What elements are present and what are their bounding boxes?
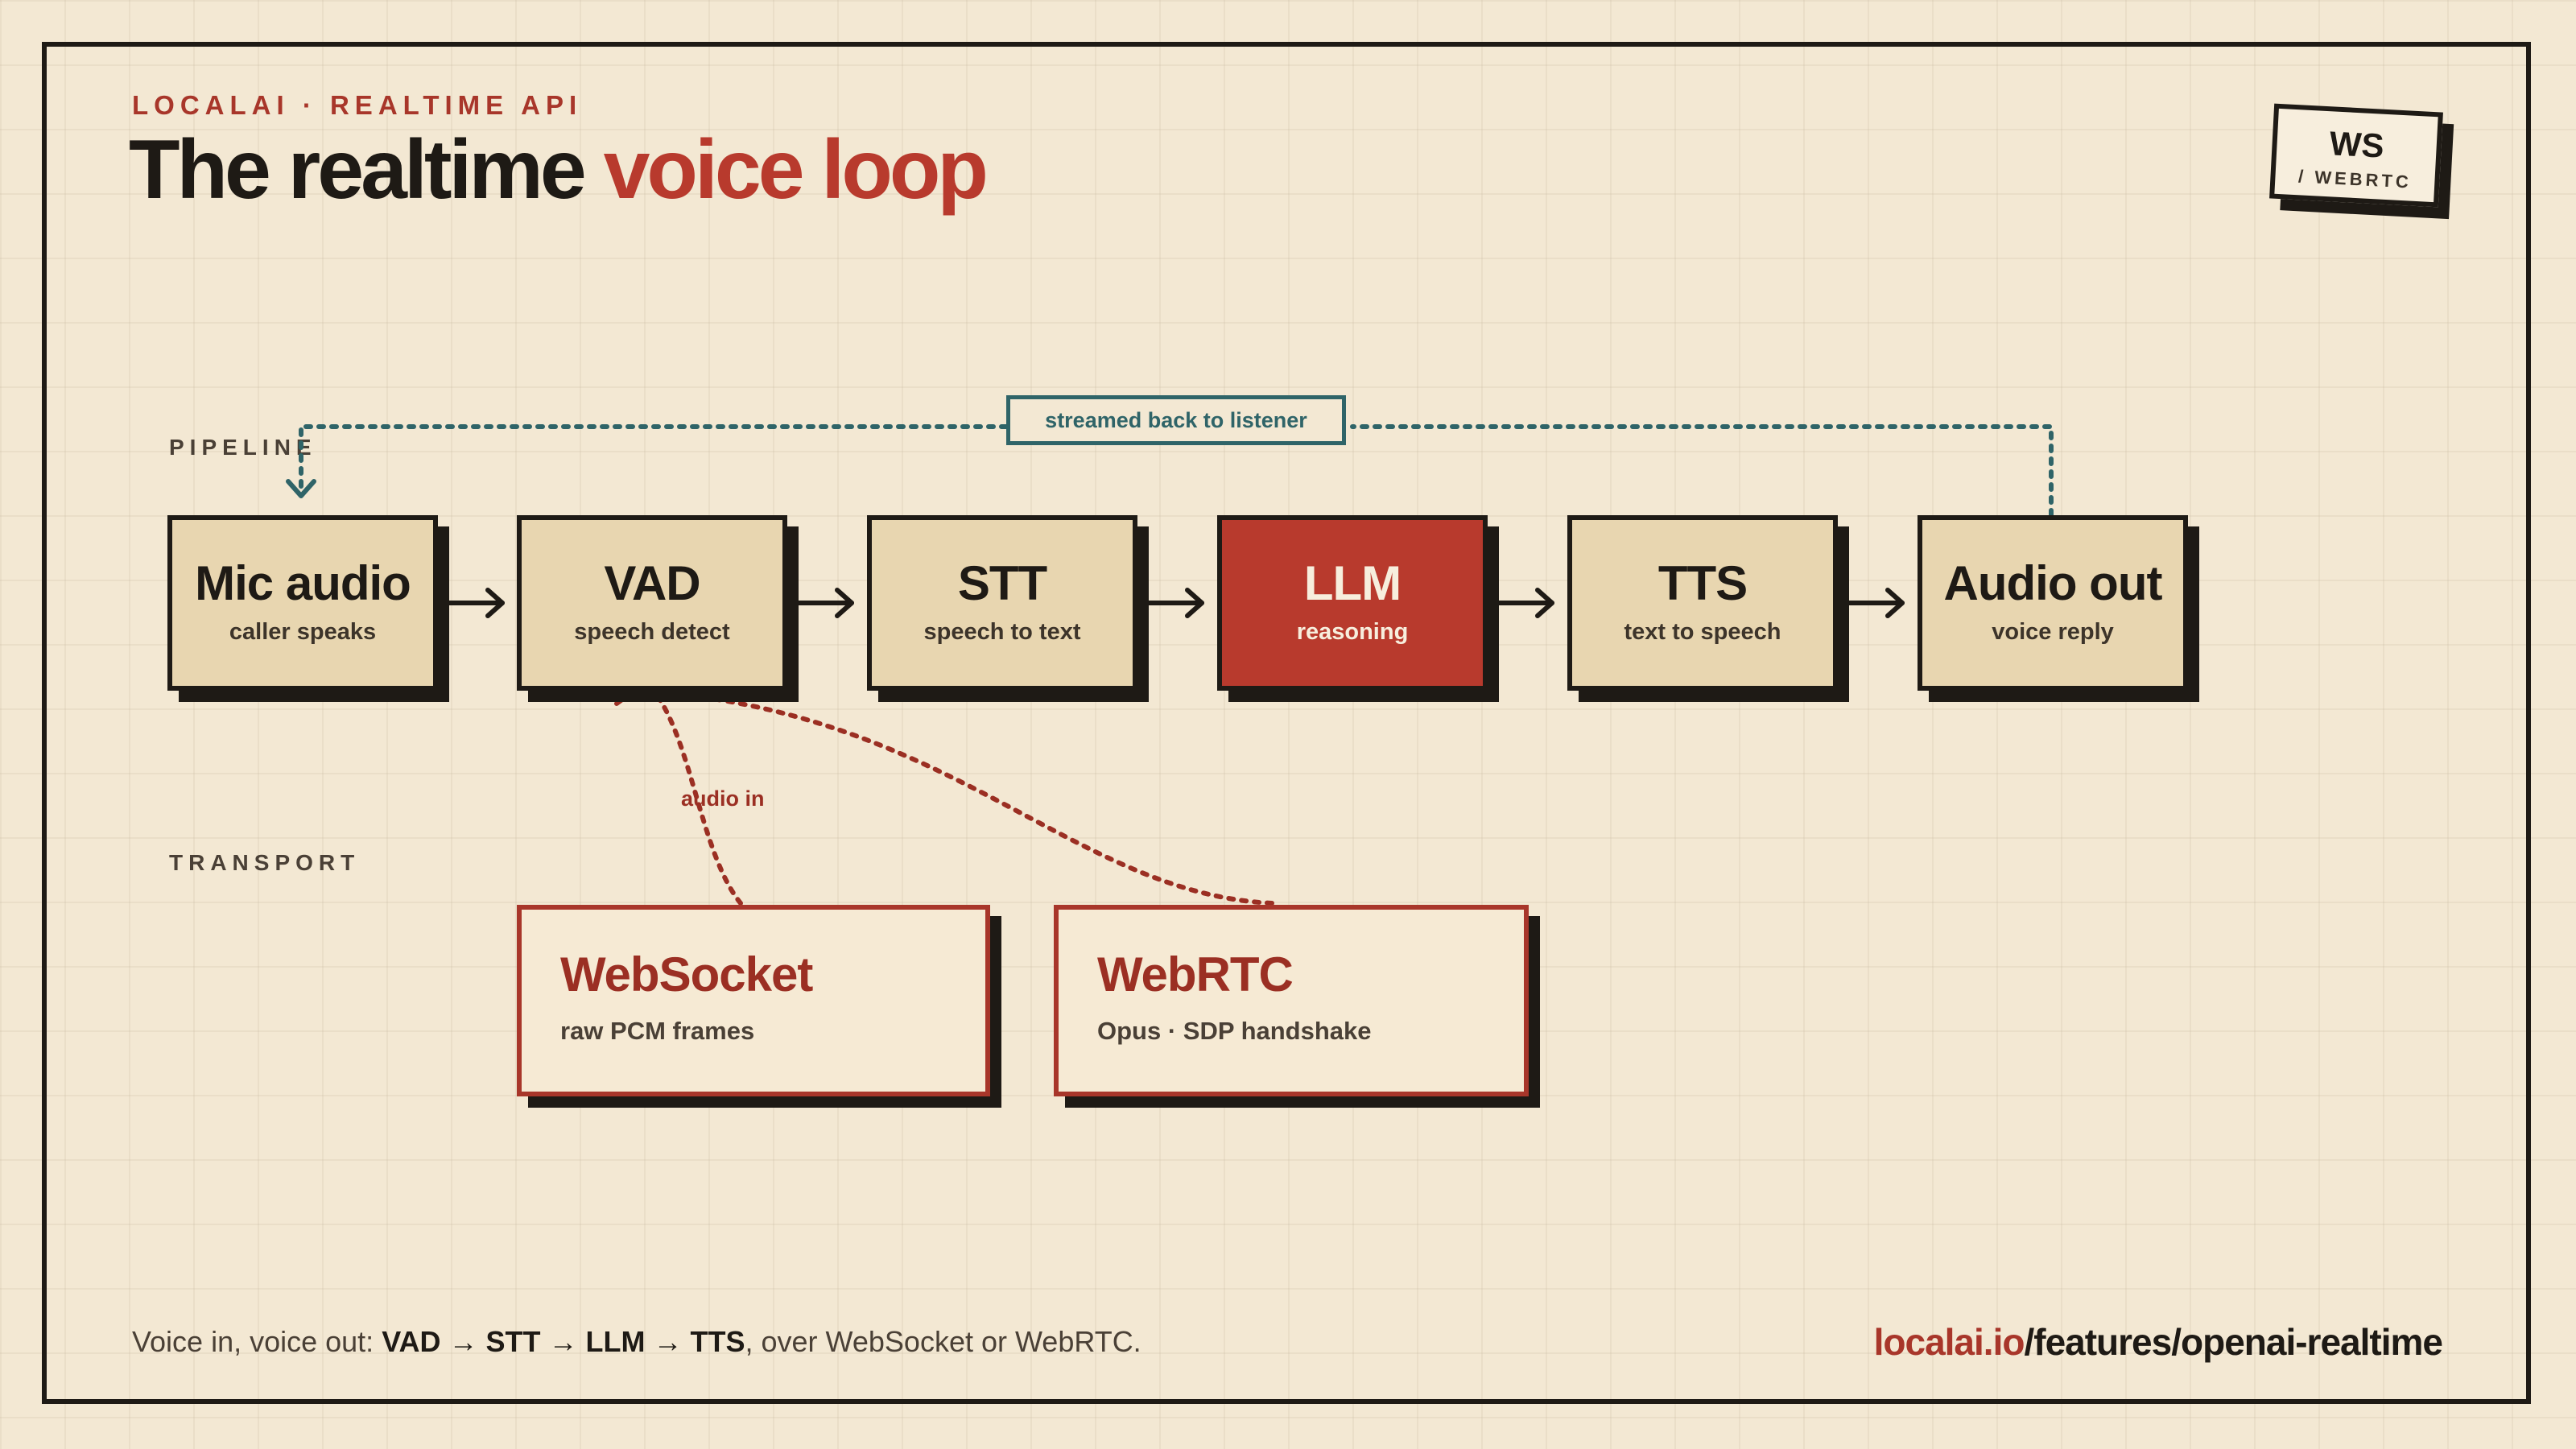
arrow-mic-to-vad	[440, 588, 505, 618]
footer-summary: Voice in, voice out: VAD → STT → LLM → T…	[132, 1325, 1141, 1359]
node-vad: VAD speech detect	[517, 515, 787, 691]
section-label-transport: TRANSPORT	[169, 850, 361, 875]
node-mic-audio: Mic audio caller speaks	[167, 515, 438, 691]
transport-name: WebSocket	[560, 947, 813, 1001]
arrow-vad-to-stt	[791, 588, 854, 618]
footer-suffix: , over WebSocket or WebRTC.	[745, 1325, 1141, 1358]
footer-url-path: /features/openai-realtime	[2024, 1321, 2443, 1363]
footer-steps: VAD → STT → LLM → TTS	[382, 1325, 745, 1358]
audio-in-label: audio in	[681, 786, 765, 811]
node-sub: speech detect	[574, 619, 730, 645]
node-sub: text to speech	[1624, 619, 1781, 645]
return-loop-line	[299, 424, 2054, 518]
eyebrow: LOCALAI · REALTIME API	[132, 90, 583, 120]
title-main: The realtime	[129, 123, 587, 217]
node-name: Mic audio	[195, 556, 411, 610]
transport-websocket: WebSocket raw PCM frames	[517, 905, 990, 1096]
return-arrowhead	[286, 479, 316, 498]
footer-prefix: Voice in, voice out:	[132, 1325, 382, 1358]
node-name: STT	[957, 556, 1047, 610]
transport-webrtc: WebRTC Opus · SDP handshake	[1054, 905, 1529, 1096]
node-stt: STT speech to text	[867, 515, 1137, 691]
node-name: Audio out	[1943, 556, 2163, 610]
node-llm: LLM reasoning	[1217, 515, 1488, 691]
arrow-tts-to-out	[1841, 588, 1905, 618]
node-name: LLM	[1303, 556, 1402, 610]
transport-sub: Opus · SDP handshake	[1097, 1017, 1372, 1045]
page-title: The realtime voice loop	[129, 122, 989, 219]
stream-back-label: streamed back to listener	[1006, 395, 1346, 445]
transport-sub: raw PCM frames	[560, 1017, 755, 1045]
node-sub: speech to text	[923, 619, 1081, 645]
slide-frame	[42, 42, 2531, 1404]
arrow-llm-to-tts	[1491, 588, 1554, 618]
node-sub: reasoning	[1296, 619, 1409, 645]
node-audio-out: Audio out voice reply	[1918, 515, 2188, 691]
arrow-stt-to-llm	[1141, 588, 1204, 618]
audio-in-lines	[634, 688, 1274, 906]
node-sub: caller speaks	[229, 619, 377, 645]
node-tts: TTS text to speech	[1567, 515, 1838, 691]
node-sub: voice reply	[1992, 619, 2114, 645]
footer-url[interactable]: localai.io/features/openai-realtime	[1873, 1320, 2443, 1364]
section-label-pipeline: PIPELINE	[169, 435, 317, 460]
footer-url-domain: localai.io	[1873, 1321, 2025, 1363]
node-name: VAD	[604, 556, 700, 610]
title-accent: voice loop	[603, 123, 989, 217]
transport-name: WebRTC	[1097, 947, 1294, 1001]
node-name: TTS	[1657, 556, 1748, 610]
